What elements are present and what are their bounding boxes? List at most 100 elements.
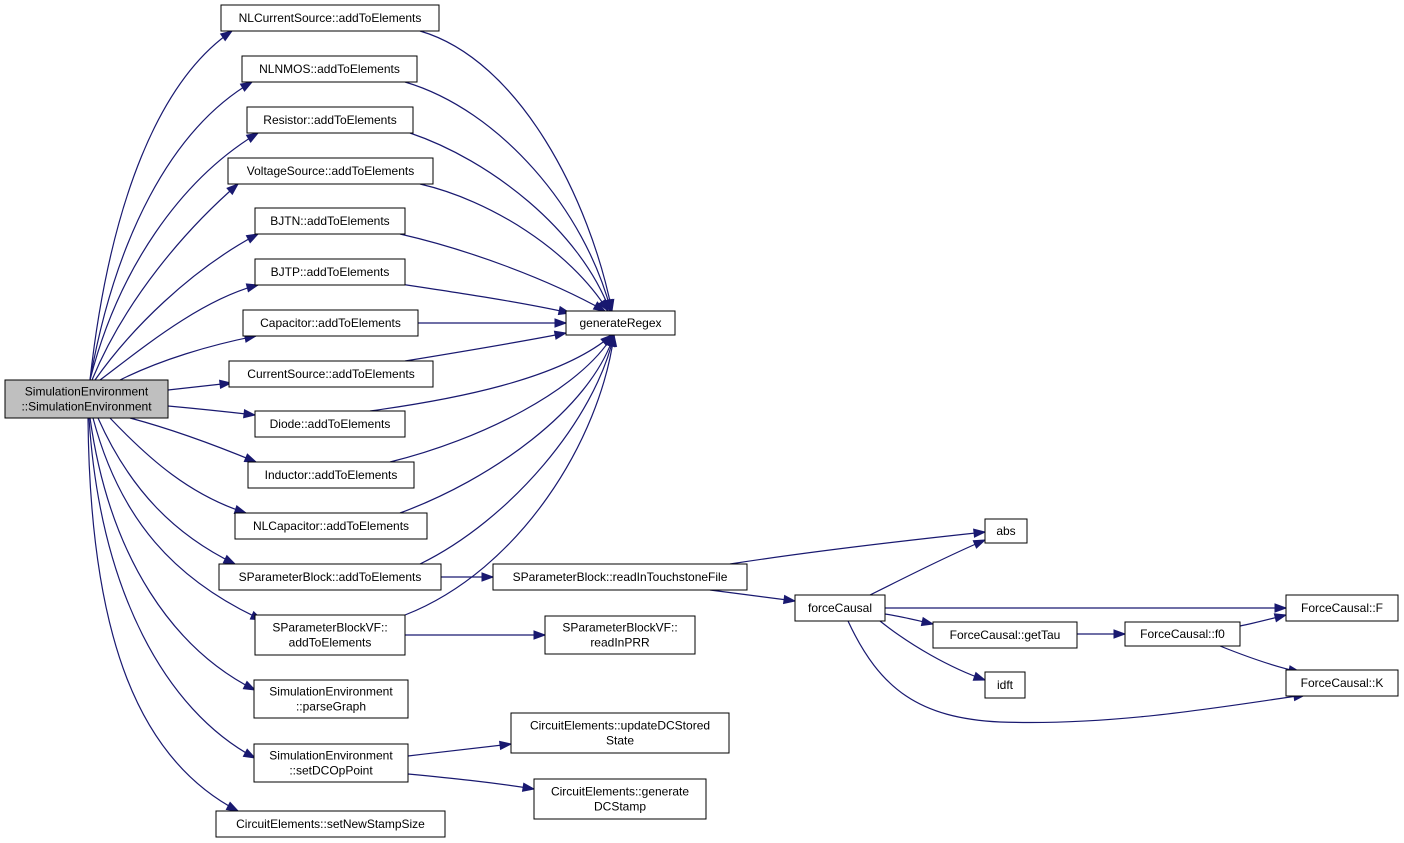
node-gettau[interactable]: ForceCausal::getTau xyxy=(932,621,1078,649)
node-touch[interactable]: SParameterBlock::readInTouchstoneFile xyxy=(492,563,748,591)
arrowhead-icon xyxy=(243,409,257,419)
edge-line xyxy=(419,30,613,312)
edge-line xyxy=(409,132,611,312)
node-nlnmos[interactable]: NLNMOS::addToElements xyxy=(241,55,418,83)
edge-root-to-vsource xyxy=(91,183,240,381)
node-label: SimulationEnvironment xyxy=(269,749,393,763)
edge-bjtp-to-regex xyxy=(399,283,572,316)
node-bjtn[interactable]: BJTN::addToElements xyxy=(254,207,406,235)
edge-root-to-nlcs xyxy=(89,30,234,381)
edge-line xyxy=(407,743,512,757)
node-prr[interactable]: SParameterBlockVF::readInPRR xyxy=(544,615,696,655)
node-nlcs[interactable]: NLCurrentSource::addToElements xyxy=(220,4,440,32)
edge-line xyxy=(87,417,239,812)
arrowhead-icon xyxy=(782,594,797,605)
node-root[interactable]: SimulationEnvironment::SimulationEnviron… xyxy=(4,379,169,419)
node-box xyxy=(1285,669,1399,697)
node-f0[interactable]: ForceCausal::f0 xyxy=(1124,621,1241,647)
node-label: NLCurrentSource::addToElements xyxy=(239,11,422,25)
node-label: readInPRR xyxy=(590,636,650,650)
node-box xyxy=(253,679,409,719)
node-box xyxy=(984,671,1026,699)
node-regex[interactable]: generateRegex xyxy=(565,310,676,336)
edge-line xyxy=(94,233,259,381)
node-box xyxy=(215,810,446,838)
node-F[interactable]: ForceCausal::F xyxy=(1285,594,1399,622)
node-label: CurrentSource::addToElements xyxy=(247,367,414,381)
edge-line xyxy=(404,81,612,312)
node-label: NLCapacitor::addToElements xyxy=(253,519,409,533)
edge-setdc-to-gendc xyxy=(407,773,536,792)
edge-root-to-bjtp xyxy=(99,283,260,381)
node-diode[interactable]: Diode::addToElements xyxy=(254,410,406,438)
node-box xyxy=(565,310,676,336)
node-parse[interactable]: SimulationEnvironment::parseGraph xyxy=(253,679,409,719)
arrowhead-icon xyxy=(554,318,568,328)
function-nodes: SimulationEnvironment::SimulationEnviron… xyxy=(4,4,1399,838)
edge-line xyxy=(89,30,233,381)
edge-line xyxy=(879,620,986,681)
edge-line xyxy=(389,334,614,463)
node-inductor[interactable]: Inductor::addToElements xyxy=(247,461,415,489)
edge-resistor-to-regex xyxy=(409,132,611,313)
node-label: VoltageSource::addToElements xyxy=(247,164,414,178)
node-label: CircuitElements::setNewStampSize xyxy=(236,817,425,831)
edge-root-to-diode xyxy=(167,405,257,419)
arrowhead-icon xyxy=(533,630,547,640)
node-label: SParameterBlock::addToElements xyxy=(239,570,422,584)
node-idft[interactable]: idft xyxy=(984,671,1026,699)
node-box xyxy=(932,621,1078,649)
node-label: addToElements xyxy=(289,636,372,650)
edge-force-to-gettau xyxy=(884,613,935,627)
edge-spb-to-regex xyxy=(419,333,617,565)
arrowhead-icon xyxy=(499,740,513,751)
node-label: forceCausal xyxy=(808,601,872,615)
edge-line xyxy=(119,335,257,381)
node-K[interactable]: ForceCausal::K xyxy=(1285,669,1399,697)
edge-line xyxy=(97,417,236,565)
node-force[interactable]: forceCausal xyxy=(794,594,886,622)
edge-touch-to-force xyxy=(709,589,797,605)
edge-f0-to-F xyxy=(1239,613,1288,627)
edge-line xyxy=(399,233,606,312)
node-label: generateRegex xyxy=(579,316,661,330)
node-box xyxy=(247,461,415,489)
edge-root-to-bjtn xyxy=(94,233,260,381)
node-label: CircuitElements::updateDCStored xyxy=(530,719,710,733)
node-box xyxy=(254,410,406,438)
node-box xyxy=(4,379,169,419)
node-vsource[interactable]: VoltageSource::addToElements xyxy=(227,157,434,185)
node-box xyxy=(220,4,440,32)
edge-bjtn-to-regex xyxy=(399,233,607,312)
edge-root-to-csource xyxy=(167,379,233,391)
node-stamp[interactable]: CircuitElements::setNewStampSize xyxy=(215,810,446,838)
node-box xyxy=(544,615,696,655)
node-label: ForceCausal::F xyxy=(1301,601,1383,615)
edge-root-to-resistor xyxy=(89,132,260,381)
arrowhead-icon xyxy=(1113,629,1127,639)
arrowhead-icon xyxy=(920,616,935,627)
node-label: abs xyxy=(996,524,1015,538)
edge-root-to-parse xyxy=(89,417,257,691)
node-box xyxy=(254,614,406,656)
arrowhead-icon xyxy=(242,680,257,691)
node-setdc[interactable]: SimulationEnvironment::setDCOpPoint xyxy=(253,743,409,783)
node-bjtp[interactable]: BJTP::addToElements xyxy=(254,258,406,286)
arrowhead-icon xyxy=(973,528,987,538)
edge-root-to-nlcap xyxy=(109,417,248,514)
node-box xyxy=(254,258,406,286)
node-capacitor[interactable]: Capacitor::addToElements xyxy=(242,309,419,337)
node-abs[interactable]: abs xyxy=(984,518,1028,544)
node-spbvf[interactable]: SParameterBlockVF::addToElements xyxy=(254,614,406,656)
node-spb[interactable]: SParameterBlock::addToElements xyxy=(218,563,442,591)
node-nlcap[interactable]: NLCapacitor::addToElements xyxy=(234,512,428,540)
edge-line xyxy=(404,332,567,362)
node-csource[interactable]: CurrentSource::addToElements xyxy=(228,360,434,388)
node-resistor[interactable]: Resistor::addToElements xyxy=(246,106,414,134)
edge-capacitor-to-regex xyxy=(418,318,568,328)
node-label: ForceCausal::f0 xyxy=(1140,627,1225,641)
edge-line xyxy=(91,183,239,381)
node-label: idft xyxy=(997,678,1014,692)
